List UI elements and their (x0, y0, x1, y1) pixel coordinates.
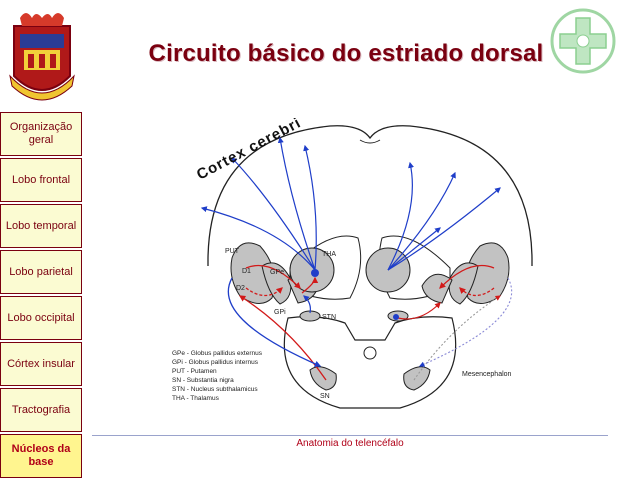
green-cross-logo-icon (550, 8, 616, 74)
sn-striatum-left (238, 295, 327, 381)
label-mesencephalon: Mesencephalon (462, 371, 512, 378)
cortex-projection-4 (303, 144, 317, 271)
cortex-projection-5 (387, 161, 414, 271)
sidebar-item-tractografia[interactable]: Tractografia (0, 388, 82, 432)
brain-outline (207, 125, 533, 266)
sidebar-item-cortex-insular[interactable]: Córtex insular (0, 342, 82, 386)
page-title: Circuito básico do estriado dorsal (148, 40, 544, 67)
sidebar-item-label: Lobo frontal (11, 173, 71, 186)
putamen-left (230, 242, 275, 304)
gpi-thalamus (301, 276, 319, 294)
university-crest-icon (9, 13, 75, 101)
sidebar-item-lobo-temporal[interactable]: Lobo temporal (0, 204, 82, 248)
sn-left (309, 366, 337, 391)
direct-pathway (245, 264, 301, 289)
legend-item: SN - Substantia nigra (172, 377, 234, 384)
legend-item: STN - Nucleus subthalamicus (172, 386, 258, 393)
sidebar-item-lobo-frontal[interactable]: Lobo frontal (0, 158, 82, 202)
sidebar-item-label: Lobo occipital (7, 311, 75, 324)
stn-right-link (397, 302, 441, 320)
thalamus-left (289, 247, 335, 293)
indirect-pathway (245, 287, 283, 297)
ventricle-left (289, 235, 362, 300)
cortex-projection-1 (200, 206, 316, 271)
right-circuit-1 (439, 264, 495, 289)
cortex-projection-6 (387, 171, 456, 271)
label-tha: THA (322, 251, 336, 258)
midline (359, 139, 381, 144)
legend-item: PUT - Putamen (172, 368, 217, 375)
sidebar-item-label: Organização geral (9, 121, 73, 146)
sidebar-item-label: Córtex insular (7, 357, 75, 370)
sidebar-item-lobo-parietal[interactable]: Lobo parietal (0, 250, 82, 294)
thalamus-node-left (311, 269, 319, 277)
basal-ganglia-diagram: Cortex cerebri PUT THA D1 D2 GPe GPi STN… (172, 118, 533, 409)
stn-right-node (393, 314, 399, 320)
stn-gpi (303, 295, 311, 314)
sn-striatum-right (413, 295, 501, 381)
sidebar-item-label: Lobo parietal (9, 265, 73, 278)
sn-right (403, 366, 431, 391)
putamen-right (465, 242, 510, 304)
gpi-right (421, 273, 453, 304)
legend-item: GPi - Globus pallidus internus (172, 359, 259, 366)
label-sn: SN (320, 393, 330, 400)
sidebar-item-label: Lobo temporal (5, 219, 77, 232)
label-d1: D1 (242, 268, 251, 275)
legend-item: THA - Thalamus (172, 395, 220, 402)
footer-divider (92, 435, 608, 436)
legend-item: GPe - Globus pallidus externus (172, 350, 263, 357)
footer-text: Anatomia do telencéfalo (296, 438, 404, 449)
sidebar-item-organizacao-geral[interactable]: Organização geral (0, 112, 82, 156)
striatum-sn-left (227, 277, 322, 367)
aqueduct (363, 346, 377, 360)
sidebar-item-nucleos-da-base[interactable]: Núcleos da base (0, 434, 82, 478)
cortex-projection-8 (387, 227, 441, 271)
sidebar-nav: Organização geral Lobo frontal Lobo temp… (0, 112, 82, 482)
sidebar-item-label: Núcleos da base (11, 443, 71, 468)
sidebar-item-label: Tractografia (11, 403, 71, 416)
label-gpe: GPe (270, 269, 284, 276)
cortex-projection-2 (231, 157, 316, 271)
legend: GPe - Globus pallidus externus GPi - Glo… (172, 350, 263, 402)
cortex-projection-7 (387, 187, 501, 271)
label-gpi: GPi (274, 309, 286, 316)
label-stn: STN (322, 314, 336, 321)
striatum-sn-right (418, 277, 513, 367)
gpe-left (261, 262, 292, 305)
cortex-projection-3 (277, 136, 316, 271)
sidebar-item-lobo-occipital[interactable]: Lobo occipital (0, 296, 82, 340)
gpe-right (448, 262, 479, 305)
label-put: PUT (225, 248, 240, 255)
mesencephalon-outline (283, 316, 457, 409)
label-d2: D2 (236, 285, 245, 292)
